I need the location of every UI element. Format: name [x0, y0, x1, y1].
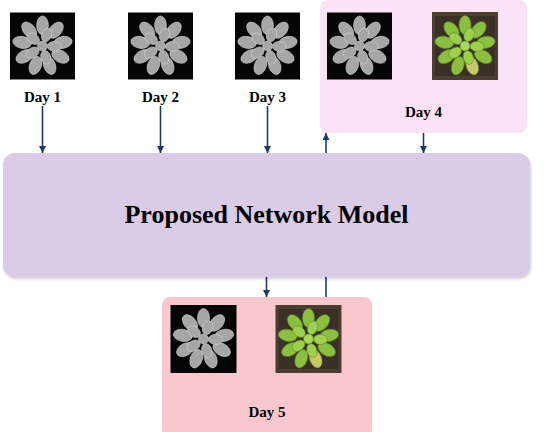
color-plant-image [432, 12, 498, 80]
day-panel: Day 4 [320, 0, 527, 133]
flow-arrow [266, 277, 268, 297]
gray-plant-image [235, 13, 300, 80]
flow-arrow [160, 106, 162, 153]
day-label: Day 1 [24, 89, 61, 106]
day-label: Day 4 [405, 104, 442, 121]
color-plant-image [276, 305, 342, 373]
day-label: Day 5 [248, 404, 285, 421]
day-column: Day 1 [5, 8, 80, 106]
day-label: Day 3 [249, 89, 286, 106]
flow-arrow [42, 106, 44, 153]
day-panel: Day 5 [162, 297, 372, 432]
flow-arrow [423, 133, 425, 153]
gray-plant-image [128, 13, 193, 80]
day-column: Day 3 [230, 8, 305, 106]
flow-arrow [267, 106, 269, 153]
gray-plant-image [171, 305, 237, 373]
day4-panel-fill [320, 0, 527, 133]
gray-plant-image [10, 13, 75, 80]
model-label: Proposed Network Model [124, 200, 408, 230]
model-box: Proposed Network Model [3, 153, 530, 277]
day-column: Day 2 [123, 8, 198, 106]
gray-plant-image [327, 13, 392, 80]
day-label: Day 2 [142, 89, 179, 106]
day5-panel-fill [162, 297, 372, 432]
